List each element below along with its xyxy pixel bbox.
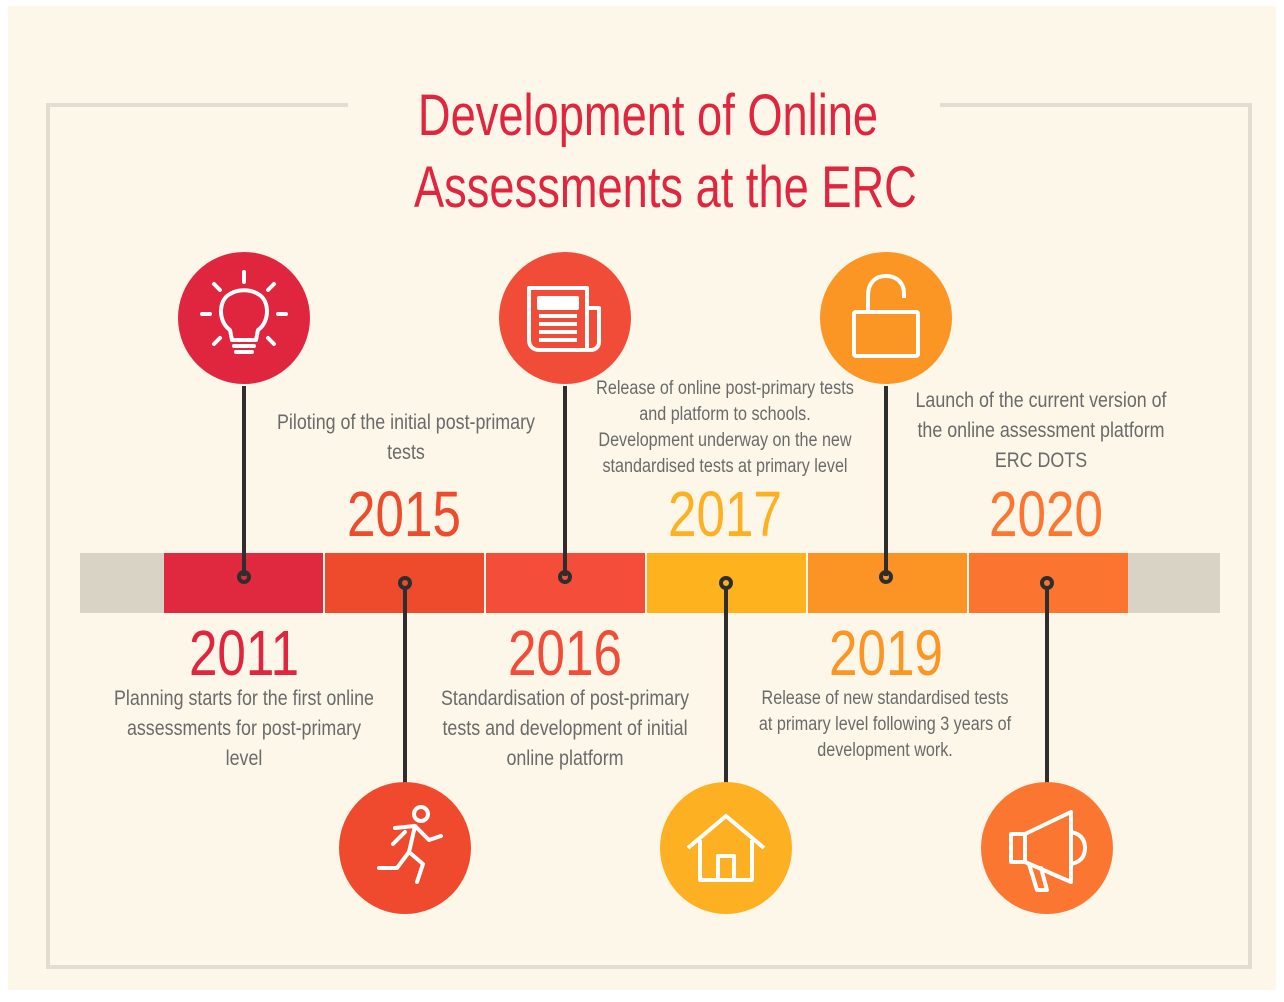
year-2016: 2016: [508, 617, 622, 689]
megaphone-icon: [981, 782, 1113, 914]
frame-top-right: [940, 103, 1252, 107]
stem-2019: [884, 386, 888, 576]
year-2020: 2020: [989, 478, 1103, 550]
year-2011: 2011: [188, 617, 300, 689]
running-person-icon: [339, 782, 471, 914]
dot-2016: [558, 570, 572, 584]
stem-2016: [563, 386, 567, 576]
stem-2015: [403, 588, 407, 786]
year-2015: 2015: [347, 478, 461, 550]
house-icon: [660, 782, 792, 914]
year-2019: 2019: [829, 617, 943, 689]
description-2020: Launch of the current version of the onl…: [915, 389, 1167, 472]
timeline-bar-start: [80, 553, 164, 613]
stem-2011: [242, 386, 246, 576]
frame-top-left: [46, 103, 348, 107]
description-2017: Release of online post-primary tests and…: [596, 378, 854, 477]
page-title: Development of Online Assessments at the…: [414, 80, 917, 224]
dot-2011: [237, 570, 251, 584]
unlocked-padlock-icon: [820, 252, 952, 384]
dot-2019: [879, 570, 893, 584]
timeline-bar-end: [1128, 553, 1220, 613]
frame-right: [1248, 103, 1252, 969]
lightbulb-icon: [178, 252, 310, 384]
description-2016: Standardisation of post-primary tests an…: [440, 687, 690, 770]
description-2015: Piloting of the initial post-primary tes…: [277, 411, 535, 464]
description-2019: Release of new standardised tests at pri…: [758, 688, 1012, 761]
title-line-1: Development of Online: [417, 83, 879, 148]
description-2011: Planning starts for the first online ass…: [114, 687, 374, 770]
infographic-canvas: Development of Online Assessments at the…: [8, 6, 1276, 990]
stem-2017: [724, 588, 728, 786]
title-line-2: Assessments at the ERC: [414, 155, 917, 220]
year-2017: 2017: [668, 478, 782, 550]
frame-left: [46, 103, 50, 969]
frame-bottom: [46, 965, 1252, 969]
stem-2020: [1045, 588, 1049, 786]
newspaper-icon: [499, 252, 631, 384]
